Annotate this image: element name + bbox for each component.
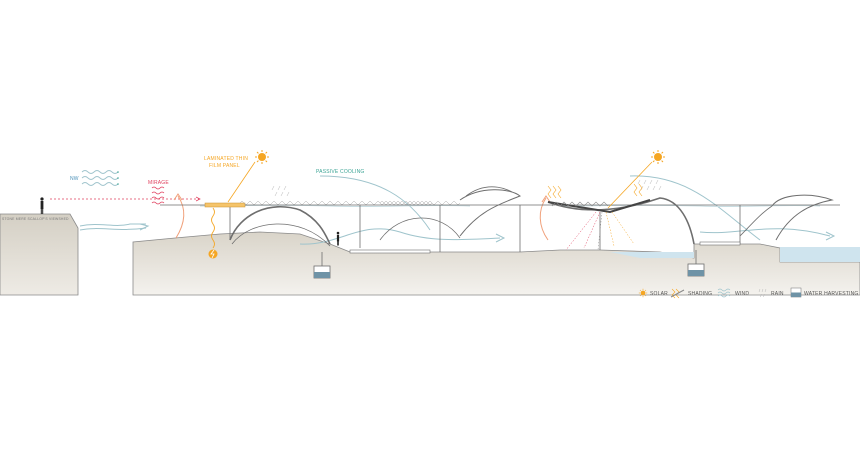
legend: SOLAR SHADING WIND RAIN: [638, 287, 859, 299]
sun-icon-2: [650, 149, 666, 165]
legend-shading: SHADING: [670, 288, 712, 299]
shading-rays: [565, 211, 635, 251]
laminated-film-panel: [204, 199, 651, 214]
nw-label: NW: [70, 176, 79, 182]
svg-text:SOLAR: SOLAR: [650, 291, 668, 297]
svg-text:RAIN: RAIN: [771, 291, 784, 297]
view-line: [50, 196, 201, 202]
wind-dots: [117, 171, 119, 185]
cliff: [0, 213, 79, 296]
canopy-texture: [239, 201, 461, 205]
mirage-label: MIRAGE: [148, 180, 169, 186]
person-figure: [40, 197, 44, 214]
legend-rain: RAIN: [758, 288, 784, 298]
shading-icon: [670, 288, 685, 299]
mirage-icon: [151, 186, 165, 205]
wind-flows: [79, 175, 836, 245]
passive-cooling-label: PASSIVE COOLING: [316, 169, 364, 175]
water-pool: [610, 247, 860, 262]
energy-line: [211, 207, 215, 249]
sun-rays: [227, 161, 653, 209]
rain-marks: [271, 179, 662, 197]
heat-arrows: [173, 193, 551, 241]
svg-text:WATER HARVESTING: WATER HARVESTING: [804, 291, 859, 297]
person-figure: [336, 231, 340, 246]
legend-solar: SOLAR: [638, 288, 668, 298]
water-harvesting-icon: [790, 287, 802, 298]
laminated-label-line-1: LAMINATED THIN: [204, 156, 248, 162]
wind-icon: [717, 288, 731, 298]
energy-icon: [208, 249, 218, 259]
platforms: [349, 241, 741, 254]
cliff-caption: STONE MERE SCALLOP'S VIEWSHED: [2, 217, 69, 221]
solar-shading-marks: [547, 183, 643, 199]
columns: [229, 205, 741, 252]
svg-text:WIND: WIND: [735, 291, 749, 297]
legend-wind: WIND: [717, 288, 749, 298]
nw-wind-icon: [81, 170, 119, 186]
rain-icon: [758, 288, 767, 298]
laminated-label-line-2: FILM PANEL: [209, 163, 240, 169]
sun-icon-1: [254, 149, 270, 165]
svg-text:SHADING: SHADING: [688, 291, 712, 297]
legend-water-harvesting: WATER HARVESTING: [790, 287, 859, 298]
